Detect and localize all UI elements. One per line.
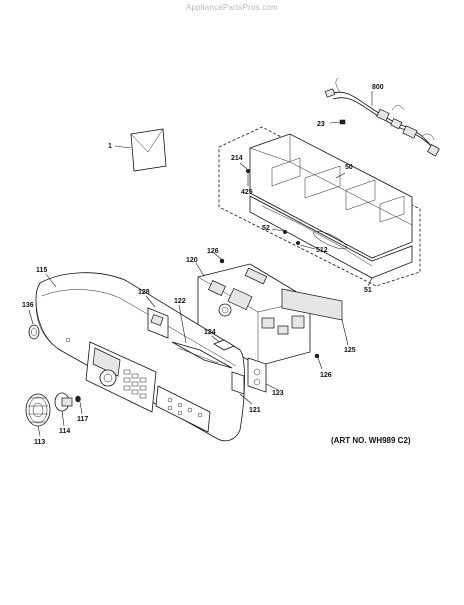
console-assembly-box — [218, 126, 421, 287]
callout-label: 128 — [138, 289, 150, 296]
knob-part-113 — [25, 393, 51, 437]
callout-label: 121 — [249, 407, 261, 414]
board-cover-part-125 — [281, 288, 349, 346]
switch-part-123 — [247, 357, 279, 393]
callout-label: 126 — [207, 248, 219, 255]
callout-label: 114 — [59, 428, 70, 435]
callout-label: 23 — [317, 121, 325, 128]
switch-part-128 — [145, 295, 169, 339]
callout-label: 51 — [364, 287, 372, 294]
switch-part-121 — [231, 371, 253, 405]
callout-label: 800 — [372, 84, 384, 91]
callout-label: 512 — [316, 247, 328, 254]
callout-label: 120 — [186, 257, 198, 264]
screw-part-117 — [75, 395, 83, 415]
callout-label: 126 — [320, 372, 332, 379]
callout-label: 124 — [204, 329, 216, 336]
button-part-124 — [211, 335, 235, 351]
callout-label: 115 — [36, 267, 47, 274]
callout-label: 425 — [241, 189, 253, 196]
screw-part-126-upper — [213, 252, 225, 264]
callout-label: 1 — [108, 143, 112, 150]
callout-label: 125 — [344, 347, 356, 354]
console-housing-part — [249, 133, 413, 279]
button-strip-part-122 — [171, 304, 233, 369]
watermark: AppliancePartsPros.com — [186, 3, 278, 12]
callout-label: 50 — [345, 164, 353, 171]
screw-part-126-lower — [314, 353, 323, 370]
callout-label: 113 — [34, 439, 45, 446]
callout-label: 122 — [174, 298, 186, 305]
callout-label: 136 — [22, 302, 34, 309]
encoder-part-114 — [54, 392, 73, 427]
callout-label: 117 — [77, 416, 88, 423]
screw-parts — [239, 162, 373, 287]
callout-labels: 1 23 800 214 425 50 52 512 51 126 120 11… — [22, 84, 384, 446]
manual-part — [114, 128, 167, 172]
knob-cap-part-136 — [28, 309, 40, 340]
control-panel-part — [35, 272, 245, 442]
callout-label: 123 — [272, 390, 284, 397]
callout-label: 52 — [262, 225, 270, 232]
callout-label: 214 — [231, 155, 243, 162]
wire-harness-part — [324, 77, 440, 157]
clip-part-23 — [329, 119, 346, 125]
art-number: (ART NO. WH989 C2) — [331, 436, 411, 445]
